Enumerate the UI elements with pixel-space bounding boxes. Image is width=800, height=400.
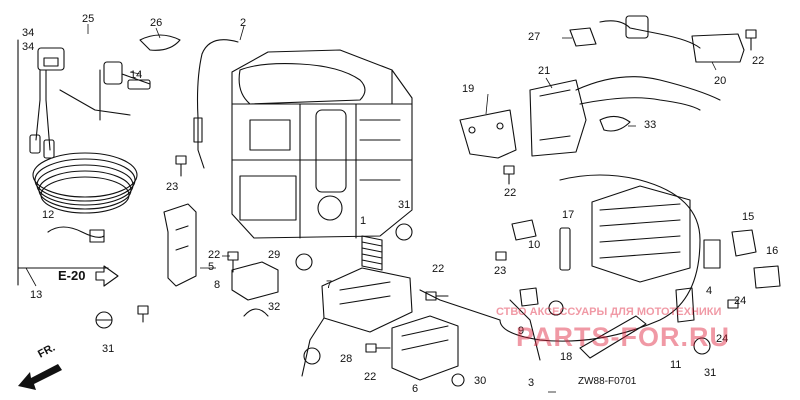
front-arrow — [18, 364, 62, 390]
part-number-12: 12 — [42, 209, 55, 221]
part-number-3: 3 — [528, 377, 535, 389]
part-number-30: 30 — [474, 375, 487, 387]
part-number-22: 22 — [208, 249, 221, 261]
part-number-13: 13 — [30, 289, 43, 301]
part-number-7: 7 — [326, 279, 333, 291]
part-number-26: 26 — [150, 17, 163, 29]
spring-1 — [361, 235, 383, 271]
part-16 — [753, 265, 781, 289]
bracket-8 — [231, 261, 279, 301]
engine-block — [231, 49, 413, 239]
part-number-5: 5 — [208, 261, 215, 273]
part-number-21: 21 — [538, 65, 551, 77]
part-number-8: 8 — [214, 279, 221, 291]
part-17 — [559, 227, 571, 271]
bracket-20 — [691, 33, 745, 63]
part-number-9: 9 — [518, 325, 525, 337]
part-number-24: 24 — [734, 295, 747, 307]
clip-31-c — [693, 337, 711, 355]
part-number-22-d: 22 — [752, 55, 765, 67]
part-number-28: 28 — [340, 353, 353, 365]
part-number-18: 18 — [560, 351, 573, 363]
part-number-33: 33 — [644, 119, 657, 131]
part-10 — [511, 219, 537, 241]
watermark-logo: PARTS-FOR.RU — [516, 322, 730, 352]
rectifier-6 — [391, 315, 459, 381]
connector-block — [37, 47, 65, 71]
clip-32 — [243, 308, 269, 317]
part-number-1: 1 — [360, 215, 367, 227]
reference-label: E-20 — [58, 268, 86, 283]
part-number-22-b: 22 — [364, 371, 377, 383]
part-number-17: 17 — [562, 209, 575, 221]
regulator-4 — [591, 185, 691, 283]
part-number-4: 4 — [706, 285, 713, 297]
reference-arrow — [95, 265, 119, 287]
ignition-21 — [529, 79, 587, 157]
part-number-19: 19 — [462, 83, 475, 95]
tube-18 — [579, 315, 647, 359]
part-11 — [675, 287, 695, 323]
part-number-22-c: 22 — [504, 187, 517, 199]
bracket-19 — [459, 109, 517, 159]
part-number-14: 14 — [130, 69, 143, 81]
clip-29 — [295, 253, 313, 271]
part-number-23-b: 23 — [494, 265, 507, 277]
part-number-20: 20 — [714, 75, 727, 87]
clamp-12 — [47, 226, 105, 238]
bracket-5 — [163, 203, 197, 287]
part-number-31-b: 31 — [398, 199, 411, 211]
part-number-24-b: 24 — [716, 333, 729, 345]
part-number-29: 29 — [268, 249, 281, 261]
clip-31-b — [395, 223, 413, 241]
part-number-15: 15 — [742, 211, 755, 223]
part-number-22-e: 22 — [432, 263, 445, 275]
part-15 — [731, 229, 757, 257]
connector-27 — [569, 27, 597, 47]
wire-harness-coil — [29, 69, 138, 214]
part-9 — [519, 287, 539, 307]
clamp-26 — [139, 34, 181, 51]
leader-lines — [25, 24, 717, 393]
cable-2 — [196, 39, 239, 169]
part-number-31: 31 — [102, 343, 115, 355]
part-number-10: 10 — [528, 239, 541, 251]
plug-14 — [103, 61, 123, 85]
part-number-2: 2 — [240, 17, 247, 29]
part-number-27: 27 — [528, 31, 541, 43]
harness-group-frame — [17, 39, 109, 269]
watermark-tagline: СТВО АКСЕССУАРЫ ДЛЯ МОТОТЕХНИКИ — [496, 306, 722, 318]
clip-33 — [599, 115, 631, 132]
part-number-25: 25 — [82, 13, 95, 25]
part-number-34-b: 34 — [22, 41, 35, 53]
part-number-31-c: 31 — [704, 367, 717, 379]
clip-28 — [303, 347, 321, 365]
part-number-6: 6 — [412, 383, 419, 395]
bolts — [137, 29, 757, 387]
part-number-11: 11 — [670, 359, 682, 371]
drawing-code: ZW88-F0701 — [578, 376, 637, 387]
wire-3 — [419, 289, 501, 321]
part-number-23: 23 — [166, 181, 179, 193]
part-number-16: 16 — [766, 245, 779, 257]
part-number-32: 32 — [268, 301, 281, 313]
part-number-34: 34 — [22, 27, 35, 39]
